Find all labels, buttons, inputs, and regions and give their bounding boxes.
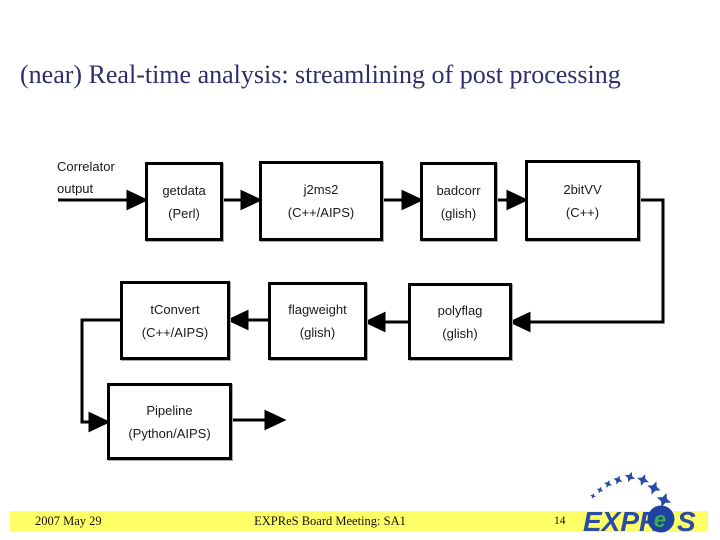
footer-page-number: 14 [554, 515, 566, 527]
arrowhead-pipeline-out [264, 409, 287, 431]
logo-star-arc [589, 470, 674, 510]
arrowhead-getdata-j2ms2 [240, 189, 263, 211]
footer-meeting-title: EXPReS Board Meeting: SA1 [254, 514, 406, 528]
arrowhead-tconvert-pipeline [88, 411, 111, 433]
star-icon [602, 478, 614, 490]
expres-logo: EXPR e S [583, 470, 696, 537]
node-getdata-name: getdata [162, 182, 206, 198]
node-getdata: getdata (Perl) [145, 162, 223, 241]
node-2bitvv: 2bitVV (C++) [525, 160, 640, 241]
slide-title: (near) Real-time analysis: streamlining … [20, 60, 621, 89]
node-tconvert-name: tConvert [150, 301, 200, 317]
logo-text-expr: EXPR [583, 506, 660, 537]
star-icon [595, 485, 605, 495]
node-j2ms2: j2ms2 (C++/AIPS) [259, 161, 383, 241]
node-2bitvv-name: 2bitVV [563, 181, 602, 197]
node-tconvert: tConvert (C++/AIPS) [120, 281, 230, 360]
node-pipeline-name: Pipeline [146, 402, 193, 418]
arrowhead-flagweight-tconvert [226, 309, 249, 331]
arrowhead-j2ms2-badcorr [401, 189, 424, 211]
connector-tconvert-pipeline [80, 318, 120, 424]
node-polyflag-lang: (glish) [442, 325, 478, 341]
star-icon [611, 473, 625, 487]
node-badcorr-lang: (glish) [440, 205, 477, 221]
correlator-output-label-line2: output [57, 181, 94, 196]
node-getdata-lang: (Perl) [168, 205, 200, 221]
node-pipeline-lang: (Python/AIPS) [128, 425, 211, 441]
arrowhead-badcorr-2bitvv [506, 189, 529, 211]
star-icon [589, 492, 597, 500]
logo-e-circle [647, 505, 675, 533]
node-flagweight: flagweight (glish) [268, 282, 367, 360]
node-badcorr: badcorr (glish) [420, 162, 497, 241]
arrowhead-input-getdata [126, 189, 149, 211]
arrowhead-polyflag-flagweight [363, 311, 386, 333]
node-j2ms2-name: j2ms2 [303, 182, 339, 197]
arrowhead-2bitvv-polyflag [508, 311, 531, 333]
node-flagweight-name: flagweight [288, 302, 347, 317]
node-badcorr-name: badcorr [436, 182, 481, 198]
node-tconvert-lang: (C++/AIPS) [141, 324, 209, 340]
footer-date: 2007 May 29 [35, 514, 102, 528]
correlator-output-label-line1: Correlator [57, 159, 115, 174]
logo-text-s: S [677, 506, 696, 537]
node-j2ms2-lang: (C++/AIPS) [287, 205, 355, 220]
connector-2bitvv-polyflag [528, 198, 665, 324]
node-polyflag: polyflag (glish) [408, 283, 512, 360]
node-flagweight-lang: (glish) [299, 325, 336, 340]
correlator-output-label: Correlator output [57, 156, 115, 200]
node-2bitvv-lang: (C++) [565, 204, 600, 220]
logo-text-e: e [654, 507, 666, 532]
node-polyflag-name: polyflag [437, 302, 483, 318]
footer-band [10, 511, 708, 532]
star-icon [623, 470, 637, 484]
node-pipeline: Pipeline (Python/AIPS) [107, 383, 232, 460]
